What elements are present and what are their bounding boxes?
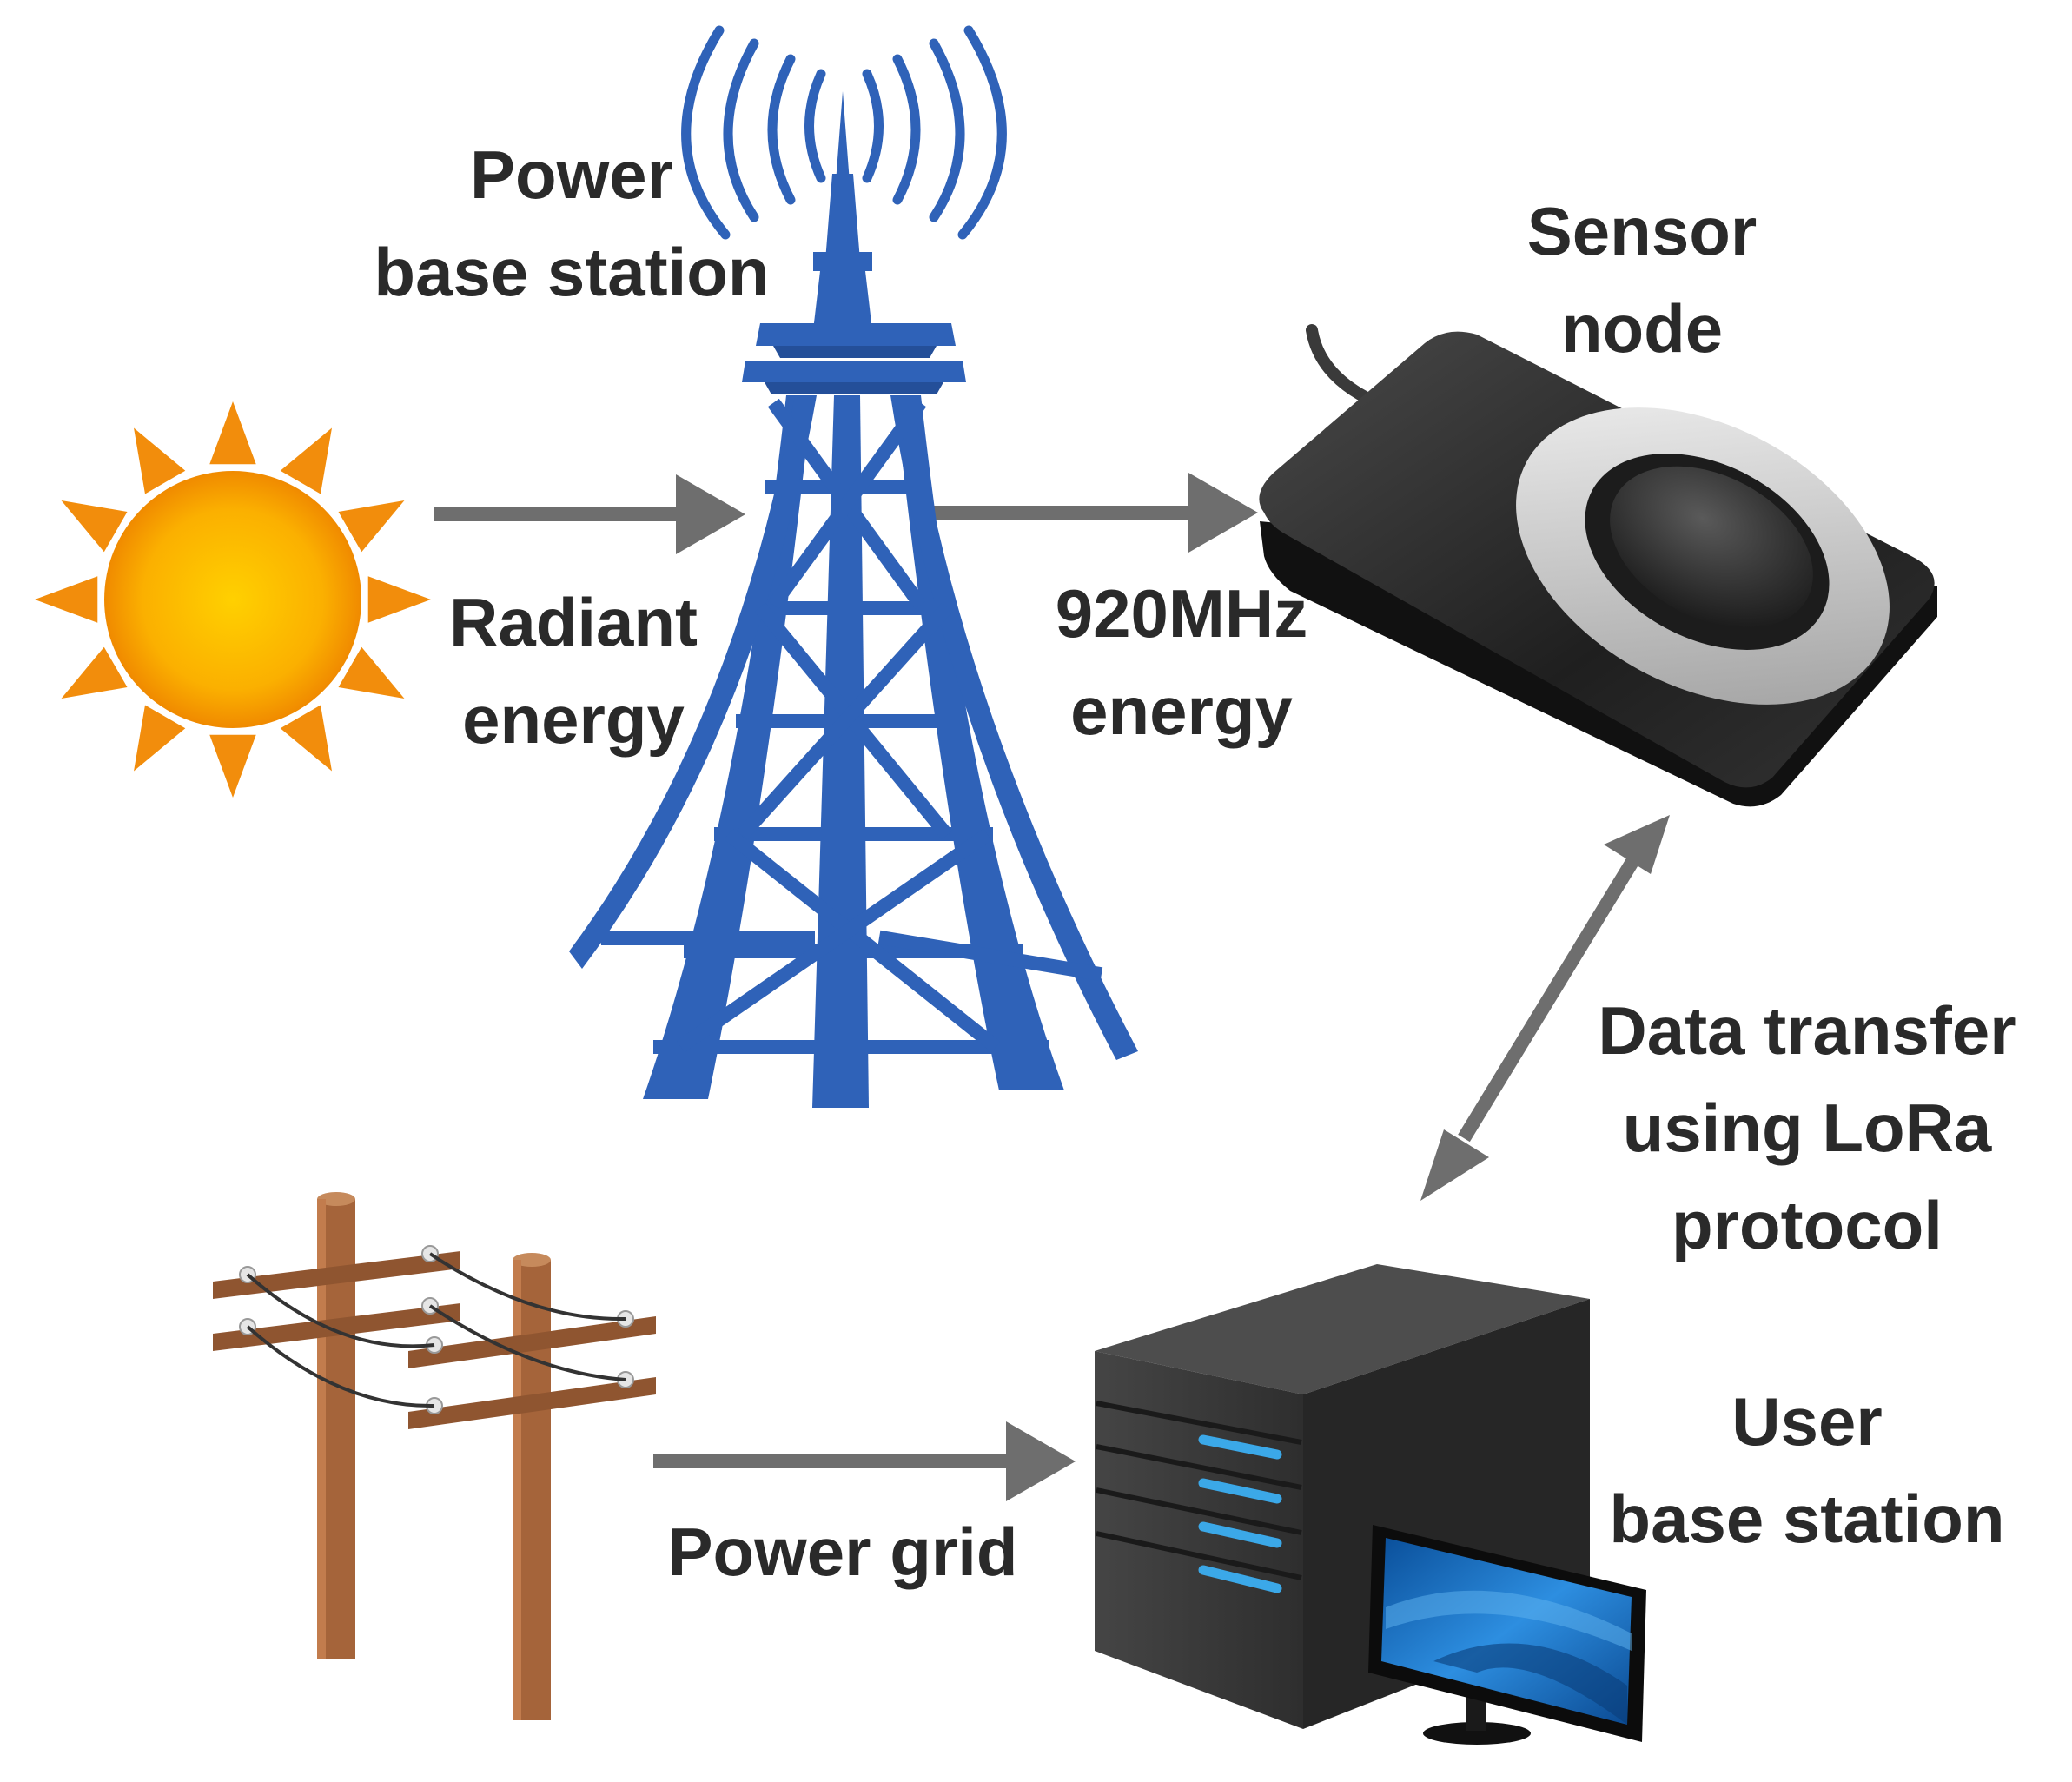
sun-ray [367, 576, 431, 623]
monitor-icon [1368, 1525, 1646, 1745]
sun-ray [280, 705, 332, 772]
sensor-node-label: Sensor node [1526, 193, 1758, 367]
power-base-station-label: Power base station [374, 136, 770, 310]
tower-icon [569, 25, 1138, 1108]
user-base-station-label: User base station [1609, 1383, 2005, 1557]
mhz-energy-label: 920MHz energy [1055, 575, 1308, 749]
sun-ray [209, 401, 256, 465]
sun-ray [280, 427, 332, 494]
sun-ray [338, 500, 405, 553]
arrow-sun-to-tower [434, 474, 745, 554]
sun-ray [61, 646, 128, 699]
power-grid-label: Power grid [667, 1514, 1018, 1590]
sun-ray [134, 427, 186, 494]
sun-ray [134, 705, 186, 772]
sun-icon [35, 401, 431, 798]
sun-ray [209, 734, 256, 798]
utility-pole-icon [213, 1192, 656, 1720]
sun-ray [338, 646, 405, 699]
arrow-tower-to-sensor [934, 473, 1258, 553]
sun-ray [61, 500, 128, 553]
server-status-lights [1198, 1434, 1282, 1593]
sensor-node-icon [1259, 324, 1937, 807]
arrow-grid-to-server [653, 1421, 1076, 1501]
arrow-data-transfer-bidirectional [1420, 815, 1670, 1201]
radiant-energy-label: Radiant energy [448, 584, 698, 758]
signal-waves-icon [681, 25, 1007, 240]
data-transfer-label: Data transfer using LoRa protocol [1598, 992, 2016, 1263]
sun-ray [35, 576, 98, 623]
